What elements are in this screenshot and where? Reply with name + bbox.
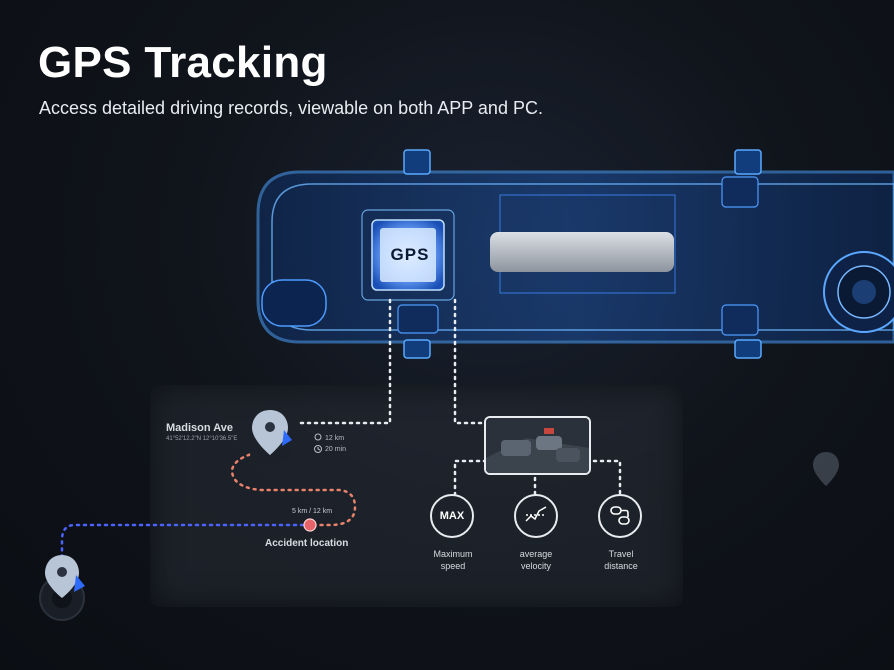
coordinates: 41°52'12.2"N 12°10'36.5"E [166,436,238,442]
metric-average-velocity: average velocity [519,549,553,571]
duration: 20 min [325,446,347,453]
gps-chip-label: GPS [390,245,430,264]
clock-icon [314,445,322,453]
pin-small-icon [314,433,322,441]
location-pin-icon [39,555,85,621]
metric-travel-distance: Travel distance [604,549,638,571]
map-card [150,385,683,607]
location-pin-icon [250,410,294,463]
video-thumbnail [484,416,591,475]
location-pin-icon [813,452,839,486]
accident-label: Accident location [265,538,349,549]
max-speed-icon-text: MAX [439,510,465,522]
distance-progress: 5 km / 12 km [292,508,333,515]
route-blue [60,523,312,562]
page-title: GPS Tracking [38,38,328,87]
velocity-icon [514,494,558,538]
accident-dot [303,518,317,532]
metric-max-speed: Maximum speed [433,549,473,571]
distance-total: 12 km [325,435,345,442]
page-subtitle: Access detailed driving records, viewabl… [39,98,543,118]
route-distance-icon [598,494,642,538]
route-orange [230,448,357,527]
street-name: Madison Ave [166,422,234,434]
dashcam-mirror [256,149,894,359]
connector-lines [298,298,622,496]
gps-chip [361,209,455,301]
max-speed-icon: MAX [430,494,474,538]
